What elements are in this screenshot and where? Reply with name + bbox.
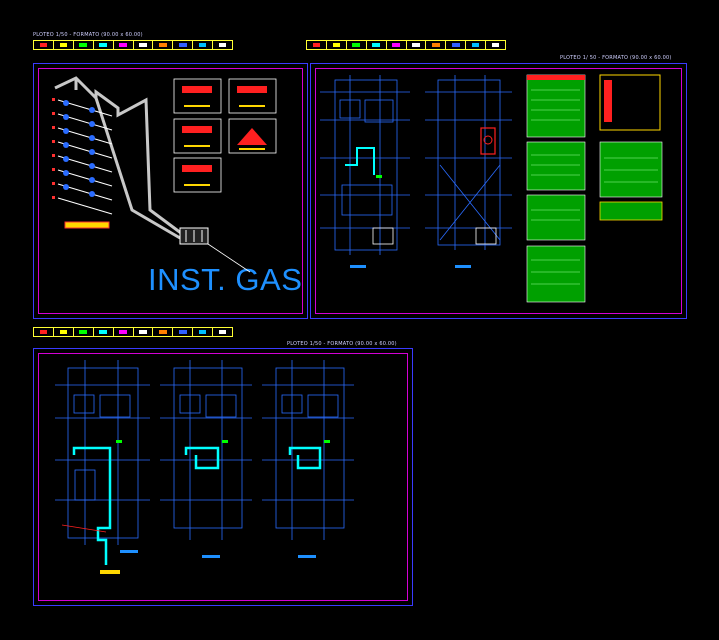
legend-swatch — [193, 41, 214, 49]
legend-swatch — [114, 41, 134, 49]
plan-2-scale-bar — [455, 265, 471, 268]
color-legend-bottom — [33, 327, 233, 337]
plan-2-tank-dot — [483, 135, 493, 145]
floor-plan-2-gas-pipe — [184, 446, 220, 470]
plan-1-gas-pipe — [345, 147, 375, 175]
legend-swatch — [213, 41, 232, 49]
legend-swatch — [54, 41, 74, 49]
riser-label-box — [64, 221, 110, 229]
legend-swatch — [307, 41, 327, 49]
legend-swatch — [173, 41, 194, 49]
plan-2 — [425, 75, 512, 250]
riser-markers — [52, 98, 55, 199]
drawing-title: INST. GAS — [148, 262, 303, 297]
legend-swatch — [134, 41, 154, 49]
legend-swatch — [173, 328, 194, 336]
legend-swatch — [193, 328, 214, 336]
floor-plan-2-scale-bar — [202, 555, 220, 558]
detail-panels-sheet1 — [173, 78, 277, 193]
legend-swatch — [486, 41, 505, 49]
legend-swatch — [426, 41, 447, 49]
legend-swatch — [114, 328, 134, 336]
detail-panel-captions — [184, 105, 265, 186]
sheet-plans-details — [310, 63, 687, 319]
legend-swatch — [34, 41, 54, 49]
legend-swatch — [74, 41, 94, 49]
legend-swatch — [74, 328, 94, 336]
color-legend-left — [33, 40, 233, 50]
ploteo-label-2: PLOTEO 1/ 50 - FORMATO (90.00 x 60.00) — [560, 55, 672, 61]
floor-plan-valves — [116, 175, 382, 443]
notes-panels — [526, 74, 663, 303]
floor-plan-3-gas-pipe — [288, 446, 322, 470]
legend-swatch — [367, 41, 387, 49]
plan-1-scale-bar — [350, 265, 366, 268]
legend-swatch — [153, 41, 174, 49]
legend-swatch — [446, 41, 467, 49]
detail-panel-fills — [182, 86, 267, 172]
legend-swatch — [34, 328, 54, 336]
legend-swatch — [134, 328, 154, 336]
floor-plan-3-scale-bar — [298, 555, 316, 558]
color-legend-right — [306, 40, 506, 50]
floor-plan-1-scale-bar — [120, 550, 138, 553]
riser-fixtures — [63, 100, 95, 197]
floor-plan-1 — [55, 360, 150, 545]
legend-swatch — [387, 41, 407, 49]
floor-plan-1-gas-pipe — [72, 446, 112, 565]
leader-line — [207, 243, 251, 273]
sheet-isometric — [33, 63, 308, 319]
plan-1 — [320, 75, 410, 255]
floor-plan-1-red-line — [61, 524, 107, 533]
legend-swatch — [347, 41, 367, 49]
floor-plan-2 — [160, 360, 252, 540]
floor-plan-1-meter — [100, 570, 120, 574]
notes-text-lines — [531, 89, 658, 285]
ploteo-label-1: PLOTEO 1/50 - FORMATO (90.00 x 60.00) — [33, 32, 143, 38]
legend-swatch — [213, 328, 232, 336]
legend-swatch — [153, 328, 174, 336]
isometric-riser — [54, 76, 186, 240]
legend-swatch — [327, 41, 347, 49]
gas-meter-box — [179, 227, 209, 245]
legend-swatch — [54, 328, 74, 336]
floor-plan-3 — [262, 360, 354, 540]
plan-2-tank — [480, 127, 496, 155]
legend-swatch — [94, 41, 114, 49]
legend-swatch — [94, 328, 114, 336]
legend-swatch — [407, 41, 427, 49]
sheet-floor-plans — [33, 348, 413, 606]
ploteo-label-3: PLOTEO 1/50 - FORMATO (90.00 x 60.00) — [287, 341, 397, 347]
legend-swatch — [466, 41, 487, 49]
